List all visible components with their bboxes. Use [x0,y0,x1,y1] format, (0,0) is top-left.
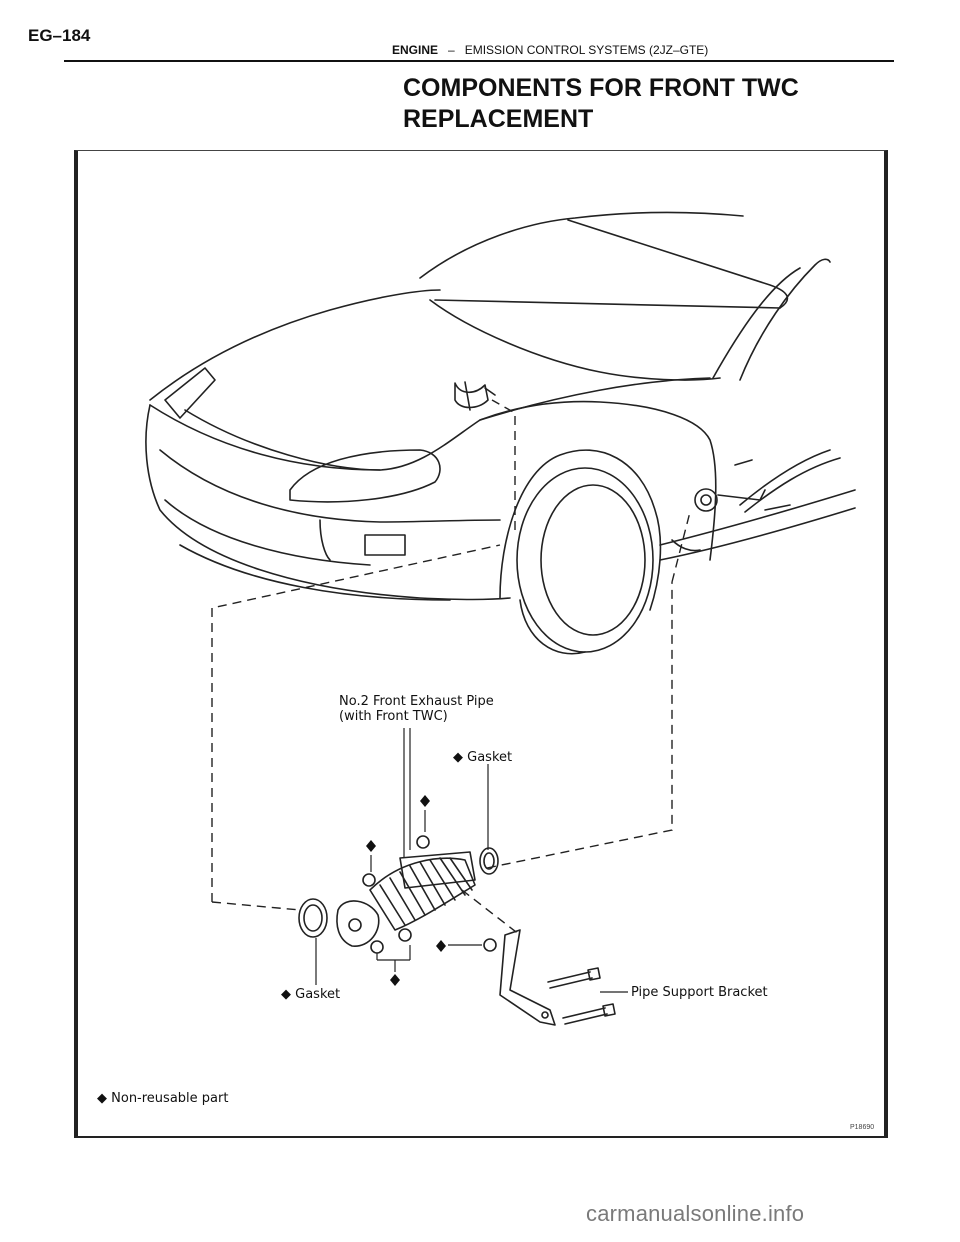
exploded-parts-illustration [298,835,616,1026]
diamond-icon: ◆ [453,750,463,765]
label-pipe-support-bracket: Pipe Support Bracket [631,985,768,1000]
diamond-marker-lower-nuts [390,974,400,986]
section-name: ENGINE [392,43,439,57]
leader-lines [315,728,628,993]
diamond-marker-left-nut [366,840,376,852]
label-front-exhaust-pipe-line2: (with Front TWC) [339,709,448,724]
non-reusable-markers [366,795,446,986]
label-front-exhaust-pipe: No.2 Front Exhaust Pipe (with Front TWC) [339,694,494,724]
car-body-illustration [145,211,856,655]
label-gasket-front: ◆ Gasket [281,987,340,1002]
diamond-marker-bracket-nut [436,940,446,952]
label-front-exhaust-pipe-line1: No.2 Front Exhaust Pipe [339,694,494,709]
legend-non-reusable: ◆ Non-reusable part [97,1091,228,1106]
rear-exhaust-flange-illustration [454,381,496,411]
label-gasket-rear-text: Gasket [467,750,513,765]
side-flange-illustration [694,449,841,513]
label-gasket-front-text: Gasket [295,987,341,1002]
page-number: EG–184 [28,26,91,45]
label-gasket-rear: ◆ Gasket [453,750,512,765]
page-title: COMPONENTS FOR FRONT TWC REPLACEMENT [403,74,799,133]
assembly-guide-lines [211,399,691,936]
watermark: carmanualsonline.info [586,1201,805,1226]
header-separator: – [448,43,455,57]
diamond-icon: ◆ [281,987,291,1002]
header-section: ENGINE–EMISSION CONTROL SYSTEMS (2JZ–GTE… [392,43,708,57]
diamond-marker-upper-nut [420,795,430,807]
header-rule [64,60,894,62]
legend-non-reusable-text: Non-reusable part [111,1091,229,1106]
diamond-icon: ◆ [97,1091,107,1106]
subsection-name: EMISSION CONTROL SYSTEMS (2JZ–GTE) [464,43,709,57]
figure-code: P18690 [850,1124,875,1131]
figure-frame [74,150,888,1138]
